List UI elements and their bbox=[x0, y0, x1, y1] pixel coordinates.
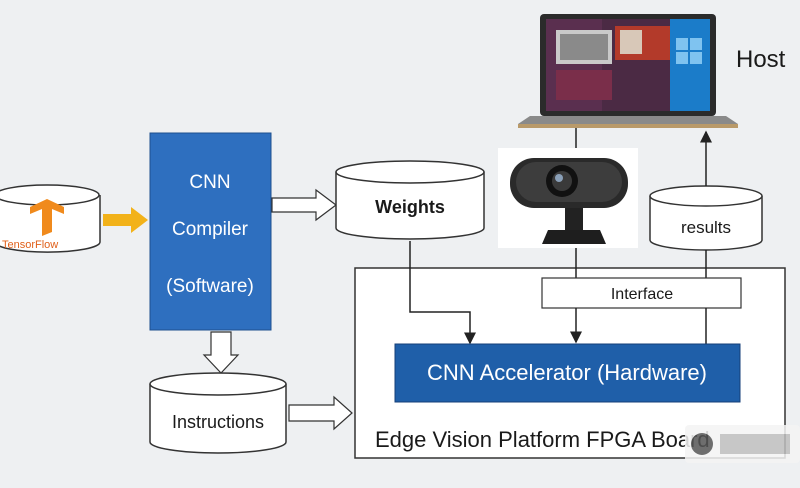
fpga-board-label: Edge Vision Platform FPGA Board bbox=[375, 427, 710, 452]
watermark-badge bbox=[685, 425, 800, 463]
cnn-compiler-box: CNN Compiler (Software) bbox=[149, 132, 272, 331]
tensorflow-label: TensorFlow bbox=[2, 239, 58, 251]
interface-label: Interface bbox=[611, 286, 673, 303]
cnn-accelerator-box: CNN Accelerator (Hardware) bbox=[394, 343, 741, 403]
accelerator-label: CNN Accelerator (Hardware) bbox=[427, 360, 707, 385]
host-label: Host bbox=[736, 46, 786, 73]
compiler-line-1: CNN bbox=[189, 172, 230, 193]
tensorflow-cylinder: TensorFlow bbox=[0, 184, 101, 253]
tensorflow-logo-icon bbox=[30, 199, 64, 236]
results-cylinder: results bbox=[649, 185, 763, 251]
weights-label: Weights bbox=[375, 197, 445, 217]
host-laptop-icon bbox=[518, 14, 738, 128]
instructions-cylinder: Instructions bbox=[149, 372, 287, 454]
compiler-to-instructions-arrow bbox=[202, 331, 240, 374]
weights-cylinder: Weights bbox=[335, 160, 485, 240]
webcam-icon bbox=[498, 148, 638, 248]
interface-box: Interface bbox=[541, 277, 742, 309]
instructions-label: Instructions bbox=[172, 412, 264, 432]
weights-to-accelerator-line bbox=[409, 241, 476, 345]
compiler-to-weights-arrow bbox=[271, 188, 337, 222]
instructions-to-board-arrow bbox=[288, 395, 353, 431]
compiler-line-3: (Software) bbox=[166, 276, 254, 297]
compiler-line-2: Compiler bbox=[172, 219, 249, 240]
results-label: results bbox=[681, 218, 731, 237]
tensorflow-to-compiler-arrow bbox=[103, 207, 148, 233]
